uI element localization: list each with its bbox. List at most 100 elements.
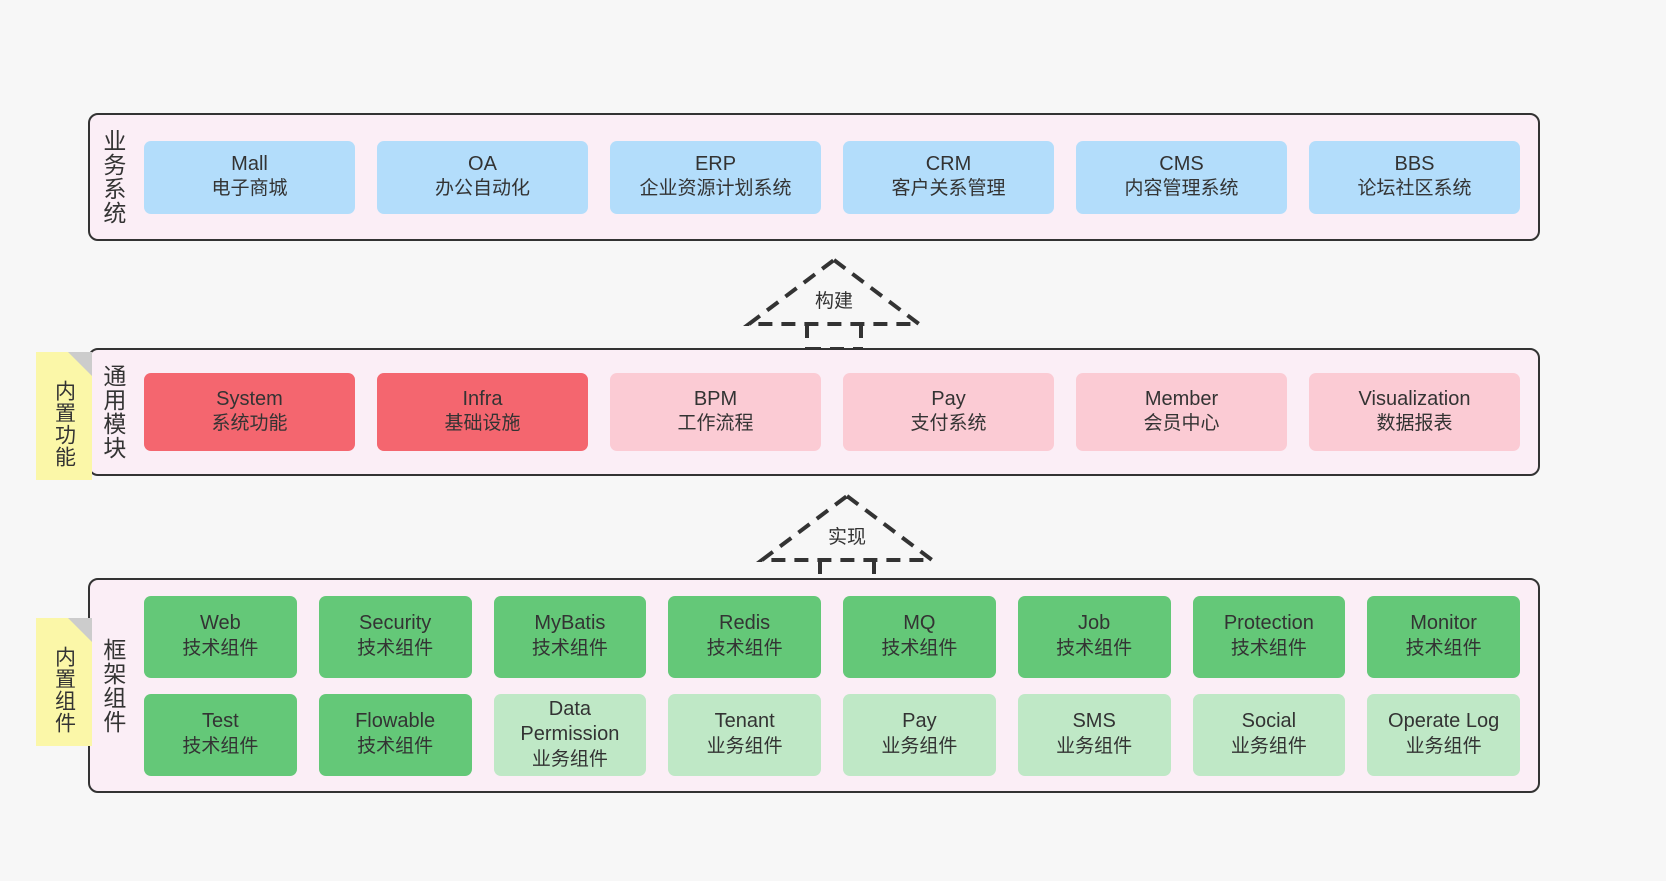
connector-label: 构建 [814, 291, 853, 312]
node-title: Redis [719, 612, 771, 635]
node-subtitle: 技术组件 [182, 637, 259, 659]
band-title-business-systems: 业务系统 [99, 129, 126, 225]
node-title: MyBatis [534, 612, 606, 635]
node-title: Job [1078, 612, 1111, 635]
node-subtitle: 内容管理系统 [1124, 178, 1239, 200]
node-subtitle: 技术组件 [531, 637, 608, 659]
node-title: CRM [925, 152, 972, 175]
node-crm[interactable]: CRM 客户关系管理 [843, 140, 1054, 214]
node-test[interactable]: Test 技术组件 [144, 693, 297, 776]
connector-realize: 实现 [752, 488, 942, 588]
node-title: Monitor [1410, 612, 1477, 635]
node-mall[interactable]: Mall 电子商城 [144, 140, 355, 214]
node-job[interactable]: Job 技术组件 [1017, 595, 1171, 678]
node-bbs[interactable]: BBS 论坛社区系统 [1309, 140, 1520, 214]
node-subtitle: 业务组件 [531, 748, 608, 770]
node-subtitle: 电子商城 [211, 178, 288, 200]
generalization-triangle-icon [756, 493, 938, 562]
node-subtitle: 技术组件 [1230, 637, 1307, 659]
node-subtitle: 技术组件 [706, 637, 783, 659]
node-row: System 系统功能 Infra 基础设施 BPM 工作流程 Pay 支付系统… [144, 373, 1520, 451]
note-label: 内置组件 [52, 646, 76, 734]
node-title: Tenant [714, 710, 775, 733]
node-operate-log[interactable]: Operate Log 业务组件 [1367, 693, 1520, 776]
node-subtitle: 技术组件 [1056, 637, 1133, 659]
page-fold-icon [68, 618, 92, 642]
node-subtitle: 技术组件 [357, 735, 434, 757]
node-pay-module[interactable]: Pay 支付系统 [843, 373, 1054, 451]
node-subtitle: 业务组件 [1230, 735, 1307, 757]
node-oa[interactable]: OA 办公自动化 [377, 140, 588, 214]
node-social[interactable]: Social 业务组件 [1192, 693, 1346, 776]
node-title: Visualization [1358, 387, 1471, 410]
node-subtitle: 业务组件 [706, 735, 783, 757]
node-title: CMS [1159, 152, 1204, 175]
node-pay-component[interactable]: Pay 业务组件 [843, 693, 996, 776]
node-subtitle: 技术组件 [357, 637, 434, 659]
node-web[interactable]: Web 技术组件 [144, 595, 297, 678]
node-title: Operate Log [1388, 710, 1500, 733]
node-mybatis[interactable]: MyBatis 技术组件 [493, 595, 647, 678]
page-fold-icon [68, 352, 92, 376]
node-tenant[interactable]: Tenant 业务组件 [668, 693, 821, 776]
node-title: Social [1241, 710, 1297, 733]
node-protection[interactable]: Protection 技术组件 [1192, 595, 1346, 678]
node-title: BBS [1394, 152, 1435, 175]
node-subtitle: 业务组件 [881, 735, 958, 757]
node-subtitle: 会员中心 [1143, 413, 1220, 435]
generalization-triangle-icon [743, 257, 925, 326]
node-title: Pay [931, 387, 966, 410]
node-sms[interactable]: SMS 业务组件 [1017, 693, 1171, 776]
node-infra[interactable]: Infra 基础设施 [377, 373, 588, 451]
node-bpm[interactable]: BPM 工作流程 [610, 373, 821, 451]
node-row: Test 技术组件 Flowable 技术组件 Data Permission … [144, 693, 1520, 776]
note-label: 内置功能 [52, 380, 76, 468]
band-common-modules: 通用模块 System 系统功能 Infra 基础设施 BPM 工作流程 Pay… [88, 348, 1540, 476]
node-subtitle: 工作流程 [677, 413, 754, 435]
connector-label: 实现 [827, 527, 866, 548]
node-title: SMS [1072, 710, 1116, 733]
node-subtitle: 技术组件 [182, 735, 259, 757]
node-subtitle: 系统功能 [211, 413, 288, 435]
node-erp[interactable]: ERP 企业资源计划系统 [610, 140, 821, 214]
node-title: Pay [902, 710, 937, 733]
node-title: Test [202, 710, 239, 733]
node-title: MQ [903, 612, 936, 635]
node-flowable[interactable]: Flowable 技术组件 [318, 693, 472, 776]
node-subtitle: 技术组件 [881, 637, 958, 659]
node-visualization[interactable]: Visualization 数据报表 [1309, 373, 1520, 451]
node-row: Mall 电子商城 OA 办公自动化 ERP 企业资源计划系统 CRM 客户关系… [144, 140, 1520, 214]
band-title-framework-components: 框架组件 [99, 637, 126, 734]
node-monitor[interactable]: Monitor 技术组件 [1367, 595, 1520, 678]
node-title: Security [359, 612, 432, 635]
node-subtitle: 业务组件 [1405, 735, 1482, 757]
node-title: System [216, 387, 283, 410]
node-redis[interactable]: Redis 技术组件 [668, 595, 821, 678]
connector-build: 构建 [739, 252, 929, 352]
node-subtitle: 企业资源计划系统 [639, 178, 792, 200]
node-security[interactable]: Security 技术组件 [318, 595, 472, 678]
node-cms[interactable]: CMS 内容管理系统 [1076, 140, 1287, 214]
node-subtitle: 论坛社区系统 [1357, 178, 1472, 200]
band-body-business-systems: Mall 电子商城 OA 办公自动化 ERP 企业资源计划系统 CRM 客户关系… [134, 115, 1538, 239]
band-body-framework-components: Web 技术组件 Security 技术组件 MyBatis 技术组件 Redi… [134, 580, 1538, 791]
node-title: Flowable [355, 710, 436, 733]
band-body-common-modules: System 系统功能 Infra 基础设施 BPM 工作流程 Pay 支付系统… [134, 350, 1538, 474]
node-system[interactable]: System 系统功能 [144, 373, 355, 451]
node-title: Web [199, 612, 241, 635]
node-data-permission[interactable]: Data Permission 业务组件 [493, 693, 647, 776]
node-subtitle: 业务组件 [1056, 735, 1133, 757]
node-subtitle: 技术组件 [1405, 637, 1482, 659]
band-title-common-modules: 通用模块 [99, 364, 126, 460]
node-subtitle: 办公自动化 [434, 178, 530, 200]
node-subtitle: 数据报表 [1376, 413, 1453, 435]
band-business-systems: 业务系统 Mall 电子商城 OA 办公自动化 ERP 企业资源计划系统 CRM… [88, 113, 1540, 241]
node-title: Infra [462, 387, 503, 410]
node-member[interactable]: Member 会员中心 [1076, 373, 1287, 451]
node-mq[interactable]: MQ 技术组件 [843, 595, 996, 678]
node-row: Web 技术组件 Security 技术组件 MyBatis 技术组件 Redi… [144, 595, 1520, 678]
node-title: Data Permission [520, 697, 620, 746]
node-title: Protection [1223, 612, 1314, 635]
node-title: OA [468, 152, 497, 175]
